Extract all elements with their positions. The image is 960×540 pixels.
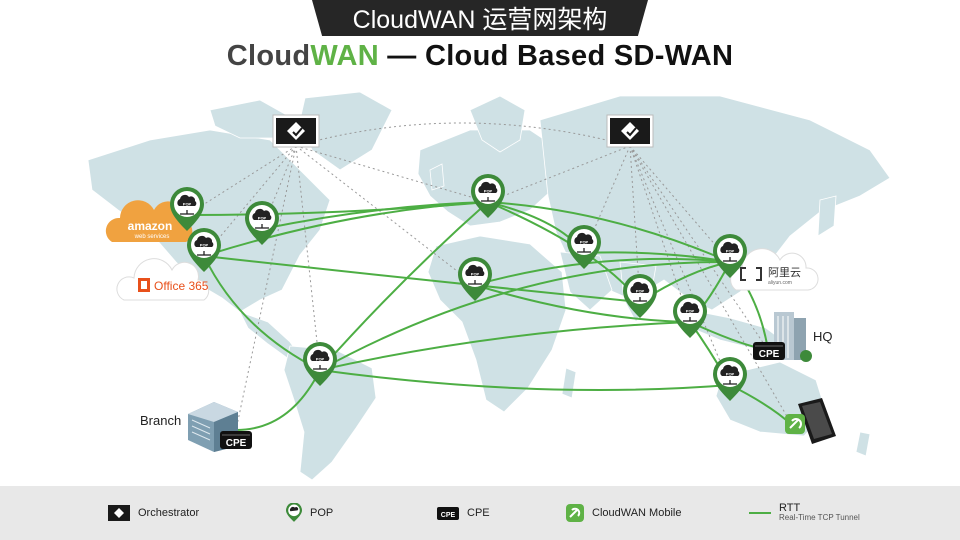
legend-mobile-label: CloudWAN Mobile xyxy=(592,507,682,519)
legend-orchestrator: Orchestrator xyxy=(108,486,199,540)
cpe-icon: CPE xyxy=(437,506,459,520)
legend-pop: POP xyxy=(286,486,333,540)
aliyun-cn-label: 阿里云 xyxy=(768,266,801,279)
legend-cpe: CPE CPE xyxy=(437,486,490,540)
office-label: Office 365 xyxy=(154,279,209,293)
rtt-line-icon xyxy=(749,512,771,514)
cpe-device-hq: CPE xyxy=(753,342,785,360)
cpe-device-branch: CPE xyxy=(220,431,252,449)
amazon-sublabel: web services xyxy=(134,234,170,240)
amazon-label: amazon xyxy=(128,219,173,233)
subtitle-rest: — Cloud Based SD-WAN xyxy=(378,40,734,72)
legend-cpe-label: CPE xyxy=(467,507,490,519)
network-diagram: POP xyxy=(87,91,891,481)
cloudwan-mobile-icon xyxy=(566,504,584,522)
pop-pin-icon xyxy=(622,273,658,319)
svg-text:CPE: CPE xyxy=(441,512,456,519)
branch-label: Branch xyxy=(140,413,181,428)
cpe-label-hq: CPE xyxy=(759,349,780,360)
legend-mobile: CloudWAN Mobile xyxy=(566,486,681,540)
aliyun-logo-icon xyxy=(740,267,762,281)
page-title: CloudWAN 运营网架构 xyxy=(352,6,608,34)
legend-rtt-sublabel: Real-Time TCP Tunnel xyxy=(779,513,860,522)
legend-rtt: RTT Real-Time TCP Tunnel xyxy=(749,486,860,540)
subtitle-cloud: Cloud xyxy=(226,40,311,72)
office-365-cloud: Office 365 xyxy=(116,258,210,301)
mobile-phone-icon xyxy=(785,398,836,444)
orchestrator-node-east xyxy=(606,114,654,148)
page-title-banner: CloudWAN 运营网架构 xyxy=(312,0,648,36)
legend-orchestrator-label: Orchestrator xyxy=(138,507,200,519)
orchestrator-icon xyxy=(108,505,130,521)
subtitle-wan: WAN xyxy=(310,40,379,72)
legend-pop-label: POP xyxy=(310,507,334,519)
orchestrator-node-west xyxy=(272,114,320,148)
amazon-web-services-cloud: amazon web services xyxy=(105,200,193,242)
legend-bar: Orchestrator POP CPE CPE CloudWAN Mobile… xyxy=(0,486,960,540)
aliyun-en-label: aliyun.com xyxy=(768,280,792,286)
page-subtitle: CloudWAN — Cloud Based SD-WAN xyxy=(0,40,960,73)
cpe-label-branch: CPE xyxy=(226,438,247,449)
legend-rtt-label: RTT xyxy=(779,502,801,514)
pop-icon xyxy=(286,503,302,522)
aliyun-cloud: 阿里云 aliyun.com xyxy=(730,248,819,291)
hq-label: HQ xyxy=(813,329,833,344)
